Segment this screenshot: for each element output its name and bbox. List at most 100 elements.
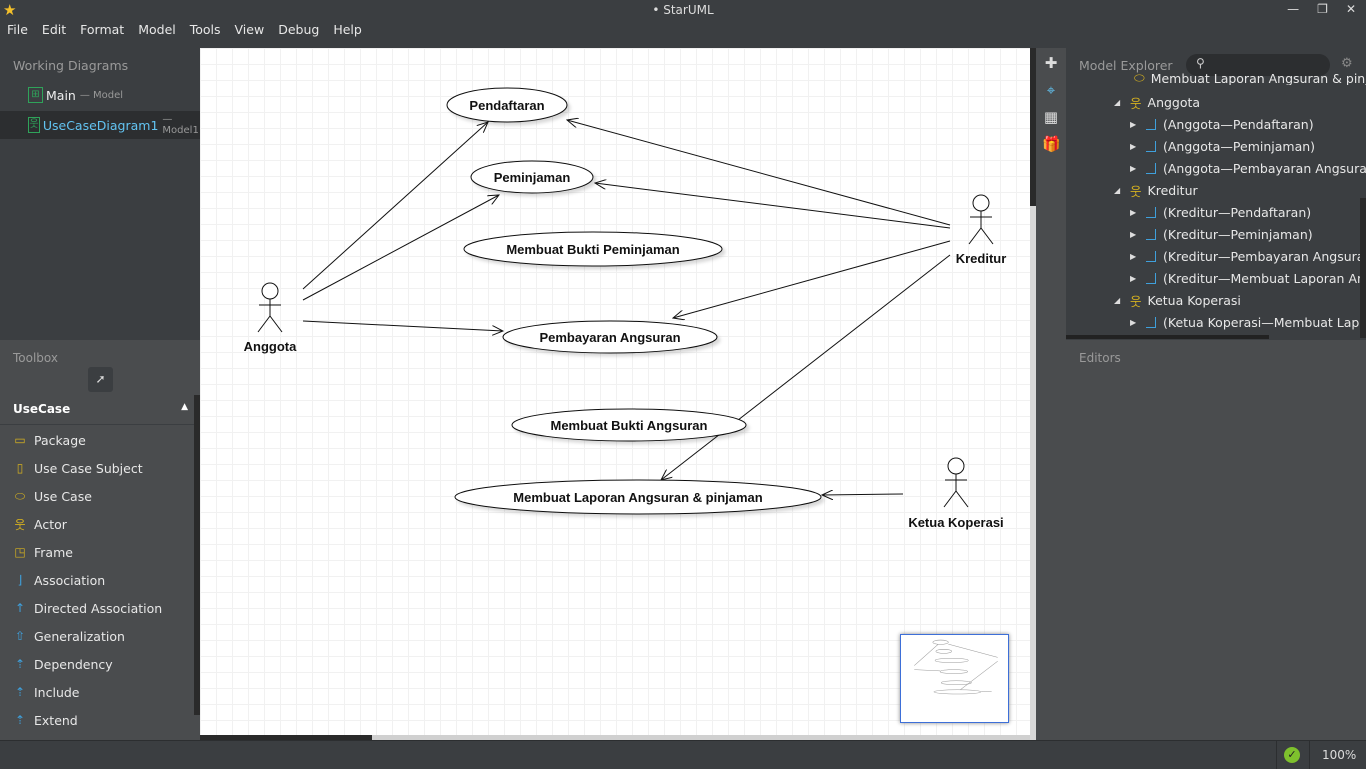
actor-kreditur[interactable] xyxy=(969,195,993,244)
actor-ketua-koperasi[interactable] xyxy=(944,458,968,507)
tool-include[interactable]: ⇡Include xyxy=(13,678,80,706)
working-diagram-main[interactable]: ⊞ Main — Model xyxy=(0,81,200,109)
tree-label: (Kreditur—Membuat Laporan Angsuran & pin… xyxy=(1163,271,1366,286)
expanded-icon: ◢ xyxy=(1114,186,1130,195)
diagram-name: Main xyxy=(46,88,76,103)
tree-label: (Anggota—Pembayaran Angsuran) xyxy=(1163,161,1366,176)
crosshair-icon[interactable]: ⌖ xyxy=(1042,81,1060,99)
tree-label: (Anggota—Peminjaman) xyxy=(1163,139,1315,154)
tool-association[interactable]: ⌋Association xyxy=(13,566,105,594)
tree-item[interactable]: ▶(Kreditur—Pendaftaran) xyxy=(1130,201,1311,223)
menu-view[interactable]: View xyxy=(228,20,272,44)
tree-label: Ketua Koperasi xyxy=(1148,293,1241,308)
actor-anggota[interactable] xyxy=(258,283,282,332)
tool-use-case[interactable]: ⬭Use Case xyxy=(13,482,92,510)
tree-item[interactable]: ▶ (Kreditur—Membuat Laporan Angsuran & pi… xyxy=(1130,267,1366,289)
tree-item[interactable]: ▶ (Anggota—Pendaftaran) xyxy=(1130,113,1314,135)
tool-use-case-subject[interactable]: ▯Use Case Subject xyxy=(13,454,143,482)
menu-format[interactable]: Format xyxy=(73,20,131,44)
tree-label: (Kreditur—Pembayaran Angsuran) xyxy=(1163,249,1366,264)
tree-label: (Kreditur—Peminjaman) xyxy=(1163,227,1313,242)
menu-debug[interactable]: Debug xyxy=(271,20,326,44)
tree-item[interactable]: ▶(Anggota—Peminjaman) xyxy=(1130,135,1315,157)
menu-edit[interactable]: Edit xyxy=(35,20,73,44)
tree-label: (Anggota—Pendaftaran) xyxy=(1163,117,1314,132)
minimize-button[interactable]: — xyxy=(1287,2,1299,16)
collapsed-icon: ▶ xyxy=(1130,252,1146,261)
association-anggota-pembayaran[interactable] xyxy=(303,321,503,331)
diagram-minimap[interactable] xyxy=(900,634,1009,723)
extensions-puzzle-icon[interactable]: ✚ xyxy=(1042,54,1060,72)
tool-extend[interactable]: ⇡Extend xyxy=(13,706,78,734)
tree-item-kreditur[interactable]: ◢웃 Kreditur xyxy=(1114,179,1198,201)
tool-label: Generalization xyxy=(34,629,125,644)
gift-icon[interactable]: 🎁 xyxy=(1042,135,1060,153)
tool-generalization[interactable]: ⇧Generalization xyxy=(13,622,125,650)
association-kreditur-laporan[interactable] xyxy=(661,255,950,480)
actor-label: Kreditur xyxy=(956,251,1007,266)
tool-dependency[interactable]: ⇡Dependency xyxy=(13,650,113,678)
select-tool-button[interactable]: ➚ xyxy=(88,367,113,392)
tree-item[interactable]: ▶(Ketua Koperasi—Membuat Laporan Angsura… xyxy=(1130,311,1366,333)
subject-icon: ▯ xyxy=(13,461,27,475)
tool-directed-association[interactable]: ↑Directed Association xyxy=(13,594,162,622)
association-anggota-pendaftaran[interactable] xyxy=(303,122,488,289)
zoom-level[interactable]: 100% xyxy=(1322,748,1356,762)
tree-label: Kreditur xyxy=(1148,183,1198,198)
restore-button[interactable]: ❐ xyxy=(1317,2,1328,16)
diagram-name: UseCaseDiagram1 xyxy=(43,118,159,133)
association-kreditur-pendaftaran[interactable] xyxy=(567,120,950,225)
tool-frame[interactable]: ◳Frame xyxy=(13,538,73,566)
association-icon xyxy=(1146,317,1156,328)
validation-ok-icon[interactable]: ✓ xyxy=(1284,747,1300,763)
usecase-label: Pendaftaran xyxy=(469,98,544,113)
usecase-label: Pembayaran Angsuran xyxy=(539,330,680,345)
close-button[interactable]: ✕ xyxy=(1346,2,1356,16)
usecase-label: Membuat Laporan Angsuran & pinjaman xyxy=(513,490,762,505)
menu-tools[interactable]: Tools xyxy=(183,20,228,44)
actor-icon: 웃 xyxy=(1130,291,1142,310)
model-explorer-vertical-scrollbar[interactable] xyxy=(1360,198,1366,338)
editors-title: Editors xyxy=(1079,351,1121,365)
menu-model[interactable]: Model xyxy=(131,20,183,44)
ellipse-icon: ⬭ xyxy=(13,489,27,504)
menu-help[interactable]: Help xyxy=(326,20,369,44)
association-icon xyxy=(1146,141,1156,152)
working-diagram-usecasediagram1[interactable]: 웃 UseCaseDiagram1 — Model1 xyxy=(0,111,200,139)
expanded-icon: ◢ xyxy=(1114,98,1130,107)
menu-file[interactable]: File xyxy=(0,20,35,44)
tree-item[interactable]: ⬭Membuat Laporan Angsuran & pinjaman xyxy=(1134,71,1366,85)
tree-item-ketua-koperasi[interactable]: ◢웃 Ketua Koperasi xyxy=(1114,289,1241,311)
diagram-owner: — Model xyxy=(80,90,123,101)
status-bar: ✓ 100% xyxy=(0,740,1366,768)
tree-item[interactable]: ▶(Kreditur—Peminjaman) xyxy=(1130,223,1313,245)
collapsed-icon: ▶ xyxy=(1130,208,1146,217)
tree-item[interactable]: ▶(Anggota—Pembayaran Angsuran) xyxy=(1130,157,1366,179)
association-icon xyxy=(1146,251,1156,262)
actor-label: Ketua Koperasi xyxy=(908,515,1003,530)
actor-icon: 웃 xyxy=(1130,181,1142,200)
association-ketua-laporan[interactable] xyxy=(822,494,903,495)
association-kreditur-peminjaman[interactable] xyxy=(595,183,950,228)
usecase-group-header[interactable]: UseCase▲ xyxy=(0,395,194,425)
tree-label: Membuat Laporan Angsuran & pinjaman xyxy=(1151,71,1366,85)
tree-label: (Ketua Koperasi—Membuat Laporan Angsuran… xyxy=(1163,315,1366,330)
tool-package[interactable]: ▭ Package xyxy=(13,426,86,454)
extend-icon: ⇡ xyxy=(13,713,27,727)
search-icon: ⚲ xyxy=(1196,56,1205,70)
package-icon: ▭ xyxy=(13,433,27,447)
model-explorer-horizontal-scrollbar[interactable] xyxy=(1066,335,1269,339)
usecase-label: Peminjaman xyxy=(494,170,571,185)
collapsed-icon: ▶ xyxy=(1130,120,1146,129)
tool-label: Frame xyxy=(34,545,73,560)
tree-item[interactable]: ▶ (Kreditur—Pembayaran Angsuran) xyxy=(1130,245,1366,267)
gear-icon[interactable]: ⚙ xyxy=(1341,56,1353,71)
tool-label: Package xyxy=(34,433,86,448)
collapsed-icon: ▶ xyxy=(1130,274,1146,283)
model-explorer-panel: Model Explorer ⚲ ⚙ ⬭Membuat Laporan Angs… xyxy=(1066,48,1366,340)
expanded-icon: ◢ xyxy=(1114,296,1130,305)
layout-grid-icon[interactable]: ▦ xyxy=(1042,108,1060,126)
diagram-canvas[interactable]: Pendaftaran Peminjaman Membuat Bukti Pem… xyxy=(200,48,1030,735)
